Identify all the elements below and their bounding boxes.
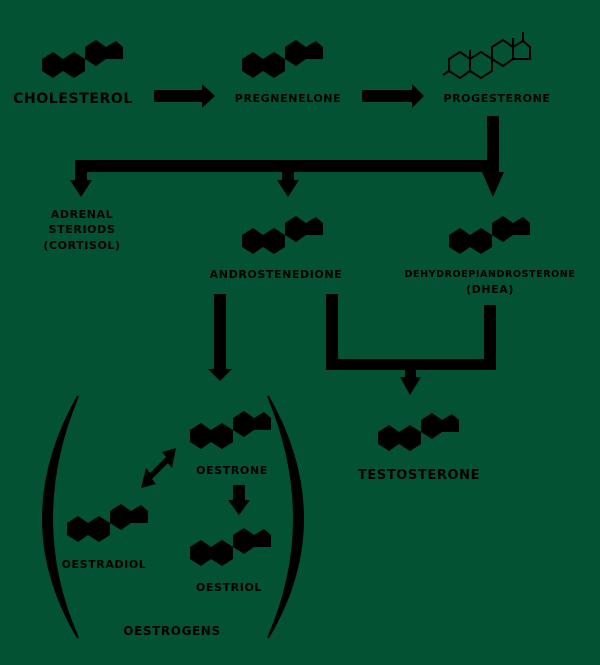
oestrone-label: OESTRONE <box>196 464 268 477</box>
progesterone-label: PROGESTERONE <box>443 92 550 105</box>
adrenal-label-line2: STERIODS <box>49 223 116 236</box>
dhea-label: DEHYDROEPIANDROSTERONE <box>405 269 576 280</box>
oestradiol-structure <box>61 496 148 542</box>
oestradiol-label: OESTRADIOL <box>62 558 147 571</box>
cholesterol-structure <box>36 32 123 78</box>
oestrone-structure <box>184 403 271 449</box>
testosterone-structure <box>372 405 459 451</box>
arrow-cholesterol-to-pregnenelone <box>154 84 215 108</box>
adrenal-label-line3: (CORTISOL) <box>43 239 120 252</box>
progesterone-structure <box>442 32 531 80</box>
oestrogens-group-label: OESTROGENS <box>123 624 220 638</box>
androstenedione-structure <box>236 208 323 254</box>
dhea-structure <box>443 208 530 254</box>
testosterone-label: TESTOSTERONE <box>358 468 480 483</box>
androstenedione-label: ANDROSTENEDIONE <box>210 268 343 281</box>
arrow-androstenedione-to-oestrogens <box>208 294 232 381</box>
arrow-to-testosterone <box>326 294 496 395</box>
arrow-pregnenelone-to-progesterone <box>362 84 424 108</box>
right-bracket <box>267 395 304 639</box>
cholesterol-label: CHOLESTEROL <box>13 91 133 107</box>
pregnenelone-structure <box>236 32 323 78</box>
arrow-progesterone-branch <box>70 116 504 197</box>
adrenal-label-line1: ADRENAL <box>51 208 114 221</box>
pregnenelone-label: PREGNENELONE <box>235 92 341 105</box>
dhea-sublabel: (DHEA) <box>466 283 514 296</box>
left-bracket <box>42 395 79 639</box>
oestriol-label: OESTRIOL <box>196 581 262 594</box>
arrow-oestrone-to-oestriol <box>228 485 250 515</box>
arrow-oestrone-oestradiol-double <box>141 448 176 488</box>
oestriol-structure <box>184 520 271 566</box>
